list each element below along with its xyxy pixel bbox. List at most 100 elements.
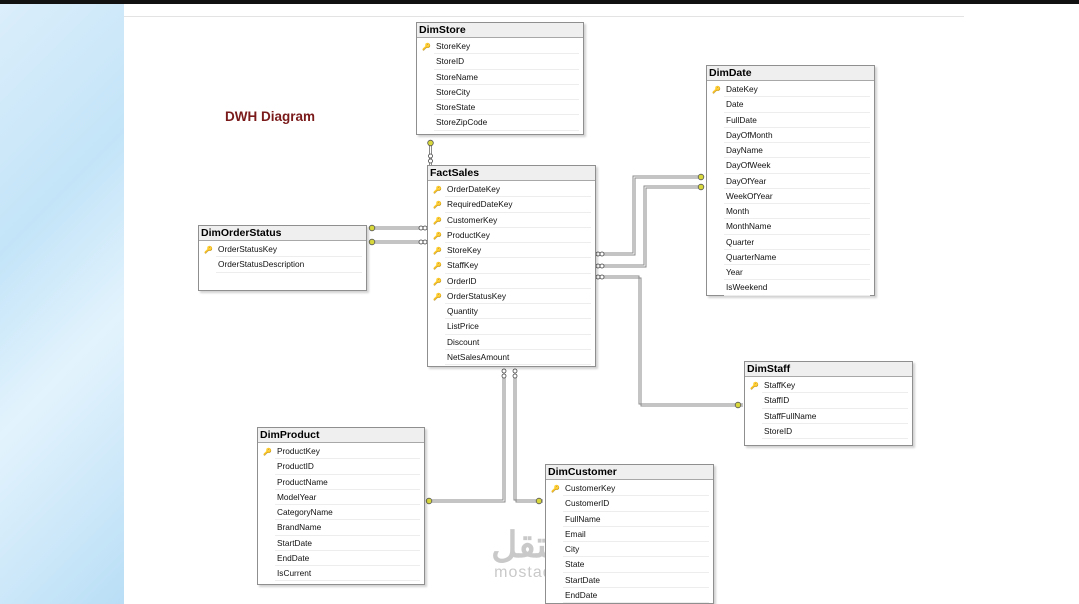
column-row[interactable]: StoreKey (417, 39, 583, 55)
column-name: Year (726, 267, 743, 277)
column-row[interactable]: BrandName (258, 520, 424, 536)
connector-factsales-dimdate-1a (604, 175, 703, 254)
column-row[interactable]: DayOfWeek (707, 158, 874, 174)
column-row[interactable]: StaffKey (428, 258, 595, 274)
column-row[interactable]: EndDate (258, 551, 424, 567)
column-row[interactable]: ListPrice (428, 319, 595, 335)
many-endpoint-store-2 (428, 158, 433, 164)
table-dimstore[interactable]: DimStore StoreKeyStoreIDStoreNameStoreCi… (416, 22, 584, 135)
column-row[interactable]: State (546, 557, 713, 573)
top-border (0, 0, 1079, 4)
column-row[interactable]: ModelYear (258, 490, 424, 506)
column-row[interactable]: StoreState (417, 100, 583, 116)
column-row[interactable]: StaffID (745, 393, 912, 409)
column-row[interactable]: NetSalesAmount (428, 350, 595, 366)
column-name: StoreKey (436, 41, 471, 51)
key-icon (263, 444, 272, 460)
table-dimdate[interactable]: DimDate DateKeyDateFullDateDayOfMonthDay… (706, 65, 875, 296)
column-row[interactable]: StoreID (745, 424, 912, 440)
column-row[interactable]: WeekOfYear (707, 189, 874, 205)
table-dimstaff[interactable]: DimStaff StaffKeyStaffIDStaffFullNameSto… (744, 361, 913, 446)
column-row[interactable]: ProductName (258, 475, 424, 491)
connector-factsales-dimdate-2a (604, 185, 703, 266)
column-name: ProductKey (447, 229, 490, 240)
table-title: FactSales (428, 166, 595, 181)
column-row[interactable]: Month (707, 204, 874, 220)
column-row[interactable]: QuarterName (707, 250, 874, 266)
column-name: FullDate (726, 114, 757, 125)
column-row[interactable]: CustomerKey (428, 213, 595, 229)
key-icon (204, 242, 213, 258)
column-name: ProductName (277, 476, 328, 487)
column-name: ProductKey (277, 446, 320, 456)
column-row[interactable]: City (546, 542, 713, 558)
column-row[interactable]: Email (546, 527, 713, 543)
column-row[interactable]: DayOfMonth (707, 128, 874, 144)
column-row[interactable]: Quantity (428, 304, 595, 320)
column-row[interactable]: CustomerKey (546, 481, 713, 497)
column-row[interactable]: OrderDateKey (428, 182, 595, 198)
column-row[interactable]: CustomerID (546, 496, 713, 512)
column-row[interactable]: DateKey (707, 82, 874, 98)
connector-factsales-dimstaff-b (604, 277, 743, 407)
column-row[interactable]: OrderStatusKey (428, 289, 595, 305)
column-name: StartDate (277, 537, 313, 548)
column-row[interactable]: ProductKey (428, 228, 595, 244)
column-row[interactable]: OrderID (428, 274, 595, 290)
column-name: StoreState (436, 102, 476, 112)
column-row[interactable]: ProductID (258, 459, 424, 475)
column-name: EndDate (565, 589, 598, 600)
column-row[interactable]: MonthName (707, 219, 874, 235)
key-icon (750, 378, 759, 394)
column-row[interactable]: FullName (546, 512, 713, 528)
column-name: DayOfYear (726, 175, 767, 186)
column-name: CustomerKey (447, 214, 498, 225)
connector-factsales-dimdate-1b (604, 177, 703, 256)
column-name: Quarter (726, 236, 755, 247)
column-row[interactable]: IsWeekend (707, 280, 874, 296)
column-name: ListPrice (447, 321, 479, 332)
column-name: StoreName (436, 71, 478, 82)
connector-factsales-dimdate-2b (604, 187, 703, 268)
column-row[interactable]: Quarter (707, 235, 874, 251)
table-title: DimProduct (258, 428, 424, 443)
column-row[interactable]: Date (707, 97, 874, 113)
column-row[interactable]: DayOfYear (707, 174, 874, 190)
diagram-title: DWH Diagram (225, 109, 316, 124)
column-row[interactable]: IsCurrent (258, 566, 424, 582)
column-name: StaffFullName (764, 410, 817, 421)
table-title: DimStaff (745, 362, 912, 377)
column-row[interactable]: StoreID (417, 54, 583, 70)
table-dimcustomer[interactable]: DimCustomer CustomerKeyCustomerIDFullNam… (545, 464, 714, 604)
column-row[interactable]: Year (707, 265, 874, 281)
column-row[interactable]: EndDate (546, 588, 713, 604)
column-row[interactable]: StaffFullName (745, 409, 912, 425)
column-row[interactable]: StartDate (258, 536, 424, 552)
column-row[interactable]: Discount (428, 335, 595, 351)
column-row[interactable]: RequiredDateKey (428, 197, 595, 213)
column-name: OrderDateKey (447, 184, 501, 194)
column-row[interactable]: DayName (707, 143, 874, 159)
column-row[interactable]: StoreKey (428, 243, 595, 259)
many-endpoint-date2-a (595, 263, 601, 269)
table-dimorderstatus[interactable]: DimOrderStatus OrderStatusKeyOrderStatus… (198, 225, 367, 291)
key-icon (433, 289, 442, 305)
column-row[interactable]: FullDate (707, 113, 874, 129)
table-dimproduct[interactable]: DimProduct ProductKeyProductIDProductNam… (257, 427, 425, 585)
table-title: DimCustomer (546, 465, 713, 480)
column-row[interactable]: StoreZipCode (417, 115, 583, 131)
column-row[interactable]: OrderStatusDescription (199, 257, 366, 273)
column-name: Month (726, 206, 750, 216)
column-row[interactable]: OrderStatusKey (199, 242, 366, 258)
column-name: Email (565, 528, 586, 539)
many-endpoint-date1-a (595, 251, 601, 257)
column-row[interactable]: ProductKey (258, 444, 424, 460)
column-row[interactable]: StaffKey (745, 378, 912, 394)
column-row[interactable]: StartDate (546, 573, 713, 589)
table-factsales[interactable]: FactSales OrderDateKeyRequiredDateKeyCus… (427, 165, 596, 367)
column-row[interactable]: StoreCity (417, 85, 583, 101)
column-row[interactable]: StoreName (417, 70, 583, 86)
table-title: DimStore (417, 23, 583, 38)
column-row[interactable]: CategoryName (258, 505, 424, 521)
key-endpoint-dimstaff (734, 401, 742, 409)
